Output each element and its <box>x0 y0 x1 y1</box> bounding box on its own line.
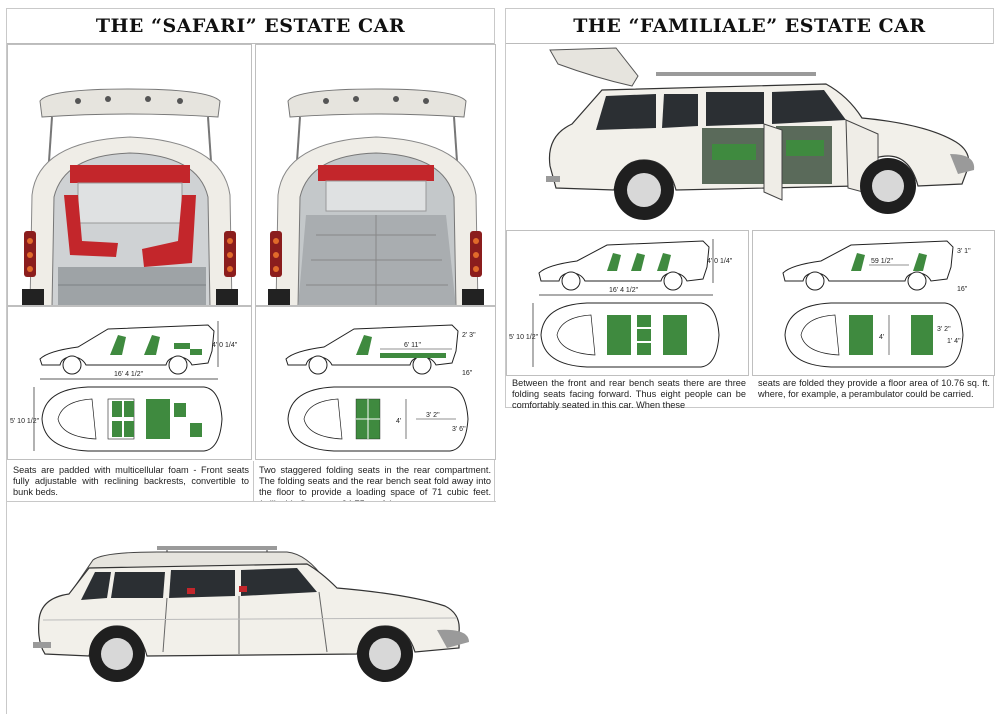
floor-length-dim-right: 6' 11" <box>404 342 421 349</box>
title-rule <box>7 43 494 44</box>
plan-width-dim-familiale: 4' <box>879 334 884 341</box>
familiale-folded-diagram: 59 1/2" 3' 1" 16" 4' 3' 2" 1' 4" <box>752 230 995 376</box>
plan-mid-dim-familiale: 3' 2" <box>937 326 951 333</box>
familiale-open-doors-illustration <box>506 44 995 230</box>
familiale-seating-diagram: 4' 0 1/4" 16' 4 1/2" 5' 10 1/2" <box>506 230 749 376</box>
safari-caption-left: Seats are padded with multicellular foam… <box>13 465 249 498</box>
width-dim-familiale: 5' 10 1/2" <box>509 334 539 341</box>
rear-view-floor-illustration <box>256 45 495 305</box>
sill-dim-right: 16" <box>462 370 473 377</box>
length-dim-familiale: 16' 4 1/2" <box>609 287 639 294</box>
width-dim-left: 5' 10 1/2" <box>10 418 40 425</box>
plan-end-dim-familiale: 1' 4" <box>947 338 961 345</box>
familiale-caption-left: Between the front and rear bench seats t… <box>512 378 746 411</box>
safari-title: THE “SAFARI” ESTATE CAR <box>95 15 406 37</box>
plan-end-dim-right: 3' 6" <box>452 426 466 433</box>
familiale-folded-svg: 59 1/2" 3' 1" 16" 4' 3' 2" 1' 4" <box>782 240 971 368</box>
safari-folded-diagram: 6' 11" 2' 3" 16" 4' 3' 2" 3' 6" <box>255 306 496 460</box>
familiale-seating-svg: 4' 0 1/4" 16' 4 1/2" 5' 10 1/2" <box>509 239 733 368</box>
height-dim-left: 4' 0 1/4" <box>212 342 238 349</box>
safari-page: THE “SAFARI” ESTATE CAR <box>6 8 496 715</box>
safari-side-photo <box>7 502 496 715</box>
rear-view-seats-illustration <box>8 45 251 305</box>
caption-bottom-rule <box>7 501 496 502</box>
rear-height-dim-familiale: 3' 1" <box>957 248 971 255</box>
sill-dim-familiale: 16" <box>957 286 968 293</box>
familiale-page: THE “FAMILIALE” ESTATE CAR <box>505 8 995 410</box>
familiale-title: THE “FAMILIALE” ESTATE CAR <box>573 15 926 37</box>
plan-width-dim-right: 4' <box>396 418 401 425</box>
height-dim-familiale: 4' 0 1/4" <box>707 258 733 265</box>
safari-rear-photo-floor <box>255 44 496 306</box>
safari-seating-svg: 4' 0 1/4" 16' 4 1/2" 5' 10 1/2" <box>10 321 238 452</box>
safari-seating-diagram: 4' 0 1/4" 16' 4 1/2" 5' 10 1/2" <box>7 306 252 460</box>
safari-rear-photo-seats <box>7 44 252 306</box>
familiale-caption-right: seats are folded they provide a floor ar… <box>758 378 990 400</box>
caption-divider <box>253 461 254 501</box>
title-rule-right <box>506 43 993 44</box>
safari-folded-svg: 6' 11" 2' 3" 16" 4' 3' 2" 3' 6" <box>285 324 476 452</box>
familiale-open-doors-photo <box>506 44 995 230</box>
rear-height-dim-right: 2' 3" <box>462 332 476 339</box>
plan-mid-dim-right: 3' 2" <box>426 412 440 419</box>
floor-length-dim-familiale: 59 1/2" <box>871 258 893 265</box>
length-dim-left: 16' 4 1/2" <box>114 371 144 378</box>
safari-side-illustration <box>7 502 496 715</box>
